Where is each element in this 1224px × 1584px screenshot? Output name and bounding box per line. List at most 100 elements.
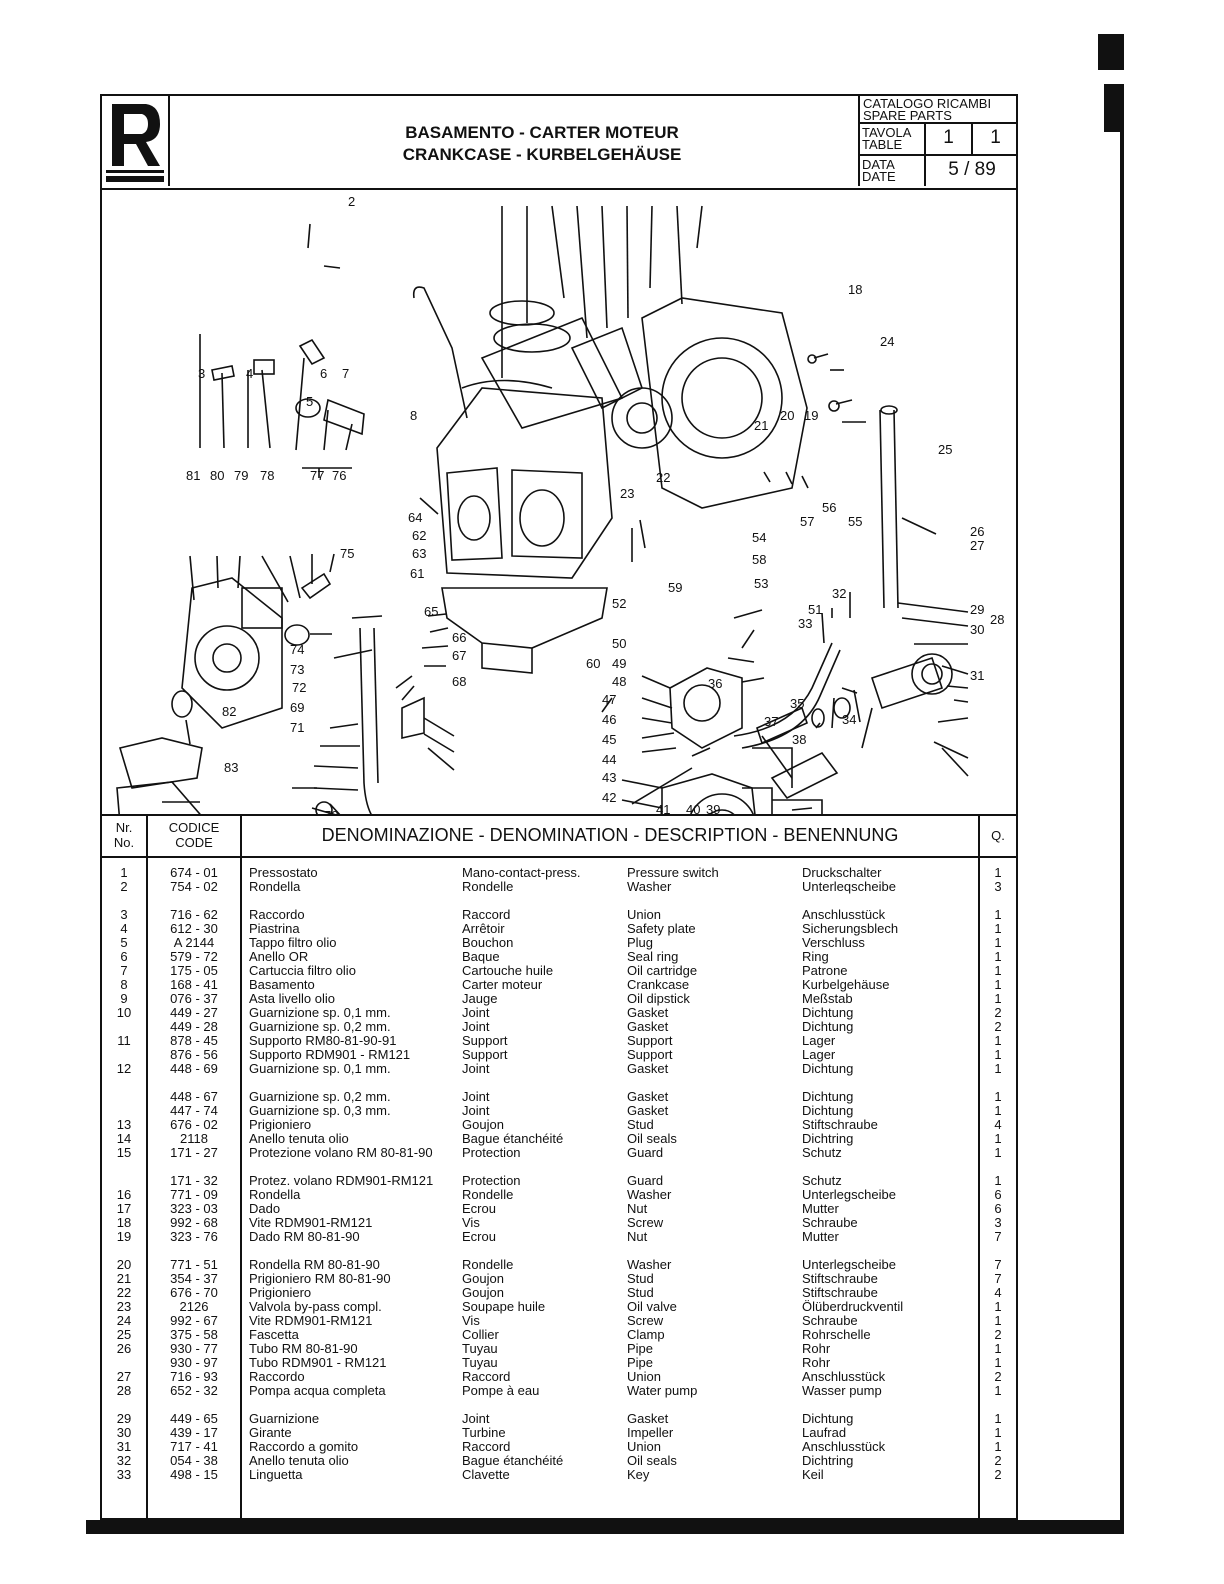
table-row-spacer: [102, 1398, 1016, 1412]
description-french: Joint: [462, 1411, 490, 1426]
quantity: 2: [994, 1005, 1002, 1020]
description-french: Jauge: [462, 991, 498, 1006]
description-english: Water pump: [627, 1383, 698, 1398]
description-english: Pressure switch: [627, 865, 719, 880]
callout-61: 61: [410, 566, 424, 581]
description-italian: Dado: [249, 1201, 281, 1216]
part-code: 447 - 74: [170, 1103, 218, 1118]
description-german: Stiftschraube: [802, 1285, 878, 1300]
header-code-en: CODE: [175, 835, 213, 850]
part-code: 930 - 97: [170, 1355, 218, 1370]
quantity: 1: [994, 1033, 1002, 1048]
description-italian: Dado RM 80-81-90: [249, 1229, 360, 1244]
part-code: 992 - 68: [170, 1215, 218, 1230]
column-divider-code: [240, 816, 242, 1518]
description-french: Ecrou: [462, 1201, 496, 1216]
description-german: Schraube: [802, 1313, 858, 1328]
description-german: Mutter: [802, 1201, 839, 1216]
date-value: 5 / 89: [948, 159, 996, 180]
part-number: 13: [116, 1117, 132, 1132]
description-french: Support: [462, 1033, 508, 1048]
title-line-2: CRANKCASE - KURBELGEHÄUSE: [402, 145, 682, 164]
description-english: Stud: [627, 1271, 654, 1286]
column-divider-nr: [146, 816, 148, 1518]
description-english: Gasket: [627, 1019, 669, 1034]
header-code-it: CODICE: [168, 820, 220, 835]
description-german: Kurbelgehäuse: [802, 977, 890, 992]
quantity: 2: [994, 1327, 1002, 1342]
description-english: Clamp: [627, 1327, 665, 1342]
description-english: Oil valve: [627, 1299, 677, 1314]
part-code: 448 - 69: [170, 1061, 218, 1076]
description-german: Dichtung: [802, 1089, 854, 1104]
quantity: 3: [994, 1215, 1002, 1230]
description-german: Dichtung: [802, 1019, 854, 1034]
quantity: 1: [994, 935, 1002, 950]
quantity: 1: [994, 1145, 1002, 1160]
callout-24: 24: [880, 334, 894, 349]
quantity: 1: [994, 1383, 1002, 1398]
description-italian: Vite RDM901-RM121: [249, 1313, 373, 1328]
description-german: Rohr: [802, 1355, 831, 1370]
description-german: Verschluss: [802, 935, 865, 950]
description-english: Impeller: [627, 1425, 674, 1440]
callout-25: 25: [938, 442, 952, 457]
description-german: Dichtung: [802, 1411, 854, 1426]
diagram-linework: [116, 205, 969, 909]
callout-82: 82: [222, 704, 236, 719]
part-code: 878 - 45: [170, 1033, 218, 1048]
description-french: Soupape huile: [462, 1299, 546, 1314]
description-english: Plug: [627, 935, 654, 950]
description-german: Dichtring: [802, 1453, 854, 1468]
part-code: 449 - 65: [170, 1411, 218, 1426]
quantity: 1: [994, 949, 1002, 964]
description-french: Ecrou: [462, 1229, 496, 1244]
description-french: Bague étanchéité: [462, 1131, 564, 1146]
description-french: Vis: [462, 1313, 480, 1328]
callout-75: 75: [340, 546, 354, 561]
description-english: Union: [627, 1369, 661, 1384]
ruggerini-logo-icon: [102, 96, 168, 186]
quantity: 1: [994, 1313, 1002, 1328]
description-english: Screw: [627, 1313, 664, 1328]
part-number: 1: [120, 865, 128, 880]
description-french: Cartouche huile: [462, 963, 554, 978]
quantity: 1: [994, 1103, 1002, 1118]
part-code: 076 - 37: [170, 991, 218, 1006]
description-german: Unterlegscheibe: [802, 1187, 896, 1202]
callout-66: 66: [452, 630, 466, 645]
description-french: Raccord: [462, 1369, 511, 1384]
description-italian: Raccordo a gomito: [249, 1439, 359, 1454]
part-number: 10: [116, 1005, 132, 1020]
description-italian: Prigioniero RM 80-81-90: [249, 1271, 391, 1286]
callout-70: 70: [324, 808, 338, 814]
quantity: 1: [994, 907, 1002, 922]
description-german: Dichtung: [802, 1005, 854, 1020]
description-english: Safety plate: [627, 921, 696, 936]
callout-41: 41: [656, 802, 670, 814]
description-english: Oil dipstick: [627, 991, 690, 1006]
description-english: Pipe: [627, 1355, 654, 1370]
description-italian: Vite RDM901-RM121: [249, 1215, 373, 1230]
description-french: Protection: [462, 1145, 521, 1160]
column-divider-qty: [978, 816, 980, 1518]
page-header: BASAMENTO - CARTER MOTEUR CRANKCASE - KU…: [102, 96, 1018, 190]
part-number: 25: [116, 1327, 132, 1342]
description-english: Oil seals: [627, 1131, 677, 1146]
part-number: 15: [116, 1145, 132, 1160]
description-german: Sicherungsblech: [802, 921, 899, 936]
callout-28: 28: [990, 612, 1004, 627]
description-german: Dichtung: [802, 1103, 854, 1118]
quantity: 1: [994, 1061, 1002, 1076]
quantity: 6: [994, 1187, 1002, 1202]
quantity: 1: [994, 1411, 1002, 1426]
callout-54: 54: [752, 530, 766, 545]
